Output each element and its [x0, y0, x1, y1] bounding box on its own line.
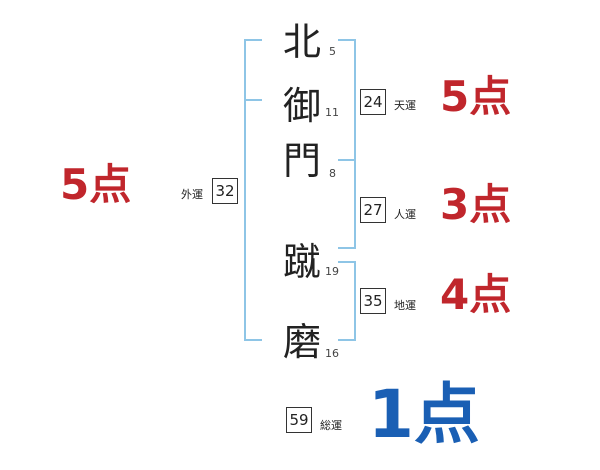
jinun-bracket: [338, 159, 356, 249]
gaiun-value-box: 32: [212, 178, 238, 204]
name-char-1: 北: [283, 20, 322, 64]
stroke-count-1: 5: [329, 45, 336, 58]
gaiun-label: 外運: [181, 188, 203, 201]
stroke-count-2: 11: [325, 106, 339, 119]
tenun-label: 天運: [394, 99, 416, 112]
stroke-count-4: 19: [325, 265, 339, 278]
jinun-score: 3点: [440, 180, 512, 229]
souun-value-box: 59: [286, 407, 312, 433]
chiun-value-box: 35: [360, 288, 386, 314]
tenun-score: 5点: [440, 72, 512, 121]
jinun-value-box: 27: [360, 197, 386, 223]
chiun-label: 地運: [394, 299, 416, 312]
name-char-5: 磨: [283, 320, 322, 364]
jinun-label: 人運: [394, 208, 416, 221]
name-char-3: 門: [283, 139, 322, 183]
stroke-count-3: 8: [329, 167, 336, 180]
souun-score: 1点: [368, 376, 480, 453]
gaiun-score: 5点: [60, 160, 132, 209]
gaiun-bracket: [244, 39, 262, 341]
chiun-score: 4点: [440, 270, 512, 319]
tenun-bracket: [338, 39, 356, 161]
tenun-value-box: 24: [360, 89, 386, 115]
stroke-count-5: 16: [325, 347, 339, 360]
souun-label: 総運: [320, 419, 342, 432]
name-char-4: 蹴: [283, 240, 322, 284]
name-char-2: 御: [283, 84, 322, 128]
chiun-bracket: [338, 261, 356, 341]
